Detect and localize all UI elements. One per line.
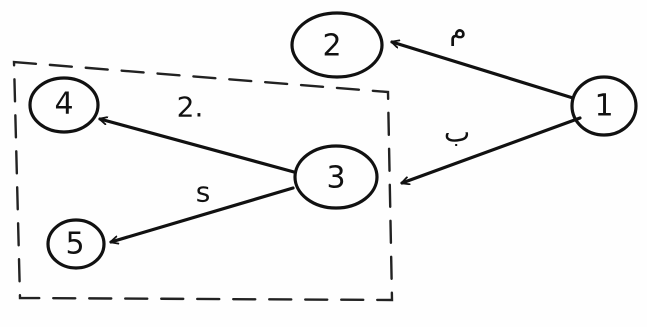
edge-1-2: [392, 42, 575, 100]
node-label-3: 3: [326, 161, 345, 196]
node-4: 4: [28, 76, 100, 134]
node-1: 1: [570, 75, 638, 137]
group-box: [12, 60, 394, 302]
edge-label-1-2: م: [449, 14, 466, 47]
node-label-5: 5: [65, 227, 84, 262]
node-label-1: 1: [594, 89, 613, 124]
edge-label-1-3: ب: [444, 116, 470, 149]
edge-label-3-4: 2.: [177, 91, 204, 124]
node-label-4: 4: [54, 87, 73, 122]
edge-1-3: [402, 116, 582, 183]
node-5: 5: [46, 218, 106, 270]
edge-label-3-5: s: [196, 176, 211, 209]
edge-3-5: [111, 186, 295, 242]
edges: [100, 42, 582, 242]
node-label-2: 2: [322, 29, 341, 64]
node-2: 2: [290, 11, 384, 79]
node-3: 3: [293, 144, 379, 210]
edge-3-4: [100, 119, 296, 174]
